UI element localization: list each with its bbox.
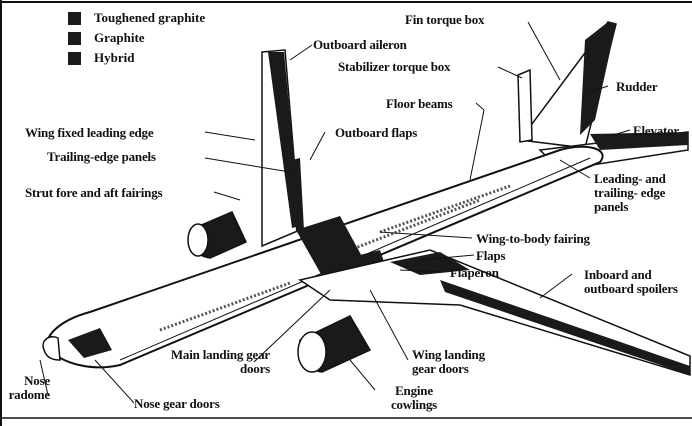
leader-leading-trailing-edge-panels <box>559 159 591 179</box>
windows-mid <box>349 198 481 252</box>
leader-fin-torque-box <box>527 21 561 81</box>
label-trailing-edge-panels: Trailing-edge panels <box>47 149 156 164</box>
left-wing-trailing-edge <box>268 52 300 228</box>
leader-rudder <box>589 85 609 93</box>
legend-swatch-hybrid <box>68 52 81 65</box>
label-leading-trailing-edge-panels: Leading- and trailing- edge panels <box>594 171 666 214</box>
leader-elevator <box>609 129 631 137</box>
windows-upper <box>379 184 511 234</box>
label-elevator: Elevator <box>633 123 680 138</box>
left-engine-inlet <box>187 223 209 257</box>
leader-strut-fairings <box>213 191 241 201</box>
label-flaperon: Flaperon <box>450 265 499 280</box>
leader-wing-landing-gear-doors <box>369 289 409 361</box>
radome-shape <box>42 336 61 361</box>
flap-shape <box>390 252 470 275</box>
label-floor-beams: Floor beams <box>386 96 453 111</box>
leader-nose-radome <box>39 359 49 396</box>
legend-swatch-graphite <box>68 32 81 45</box>
label-outboard-flaps: Outboard flaps <box>335 125 418 140</box>
label-rudder: Rudder <box>616 79 658 94</box>
label-nose-gear-doors: Nose gear doors <box>134 396 220 411</box>
legend-label-hybrid: Hybrid <box>94 50 135 65</box>
label-strut-fairings: Strut fore and aft fairings <box>25 185 163 200</box>
leader-outboard-aileron <box>289 44 313 61</box>
label-fin-torque-box: Fin torque box <box>405 12 485 27</box>
leader-trailing-edge-panels <box>204 157 291 173</box>
label-flaps: Flaps <box>476 248 506 263</box>
leader-flaps <box>419 254 475 261</box>
label-wing-fixed-leading-edge: Wing fixed leading edge <box>25 125 154 140</box>
legend-label-toughened-graphite: Toughened graphite <box>94 10 206 25</box>
spoiler-shape <box>440 280 690 375</box>
label-wing-landing-gear-doors: Wing landing gear doors <box>412 347 485 376</box>
leader-flaperon <box>399 269 447 273</box>
leader-wing-to-body-fairing <box>379 231 473 239</box>
right-engine-inlet <box>297 331 327 373</box>
label-engine-cowlings: Engine cowlings <box>390 383 438 412</box>
rudder-shape <box>580 22 616 135</box>
legend-swatch-toughened-graphite <box>68 12 81 25</box>
elevator-shape <box>590 132 688 150</box>
label-nose-radome: Nose radome <box>8 373 51 402</box>
far-stabilizer <box>517 68 533 143</box>
legend-label-graphite: Graphite <box>94 30 145 45</box>
leader-wing-fixed-leading-edge <box>204 131 256 141</box>
label-outboard-aileron: Outboard aileron <box>313 37 407 52</box>
leader-spoilers <box>539 273 573 299</box>
leader-stabilizer-torque-box <box>497 66 523 79</box>
leader-outboard-flaps <box>309 131 326 161</box>
label-inboard-outboard-spoilers: Inboard and outboard spoilers <box>584 267 678 296</box>
leader-nose-gear-doors <box>94 359 135 404</box>
leader-main-landing-gear-doors <box>253 289 331 363</box>
windows-front <box>159 281 291 332</box>
left-outboard-flap <box>292 158 304 232</box>
label-stabilizer-torque-box: Stabilizer torque box <box>338 59 451 74</box>
leader-lines <box>39 21 631 404</box>
nose-gear-door-shape <box>68 328 112 358</box>
label-main-landing-gear-doors: Main landing gear doors <box>170 347 270 376</box>
leader-engine-cowlings <box>349 359 376 391</box>
label-wing-to-body-fairing: Wing-to-body fairing <box>476 231 590 246</box>
leader-floor-beams <box>469 102 485 181</box>
